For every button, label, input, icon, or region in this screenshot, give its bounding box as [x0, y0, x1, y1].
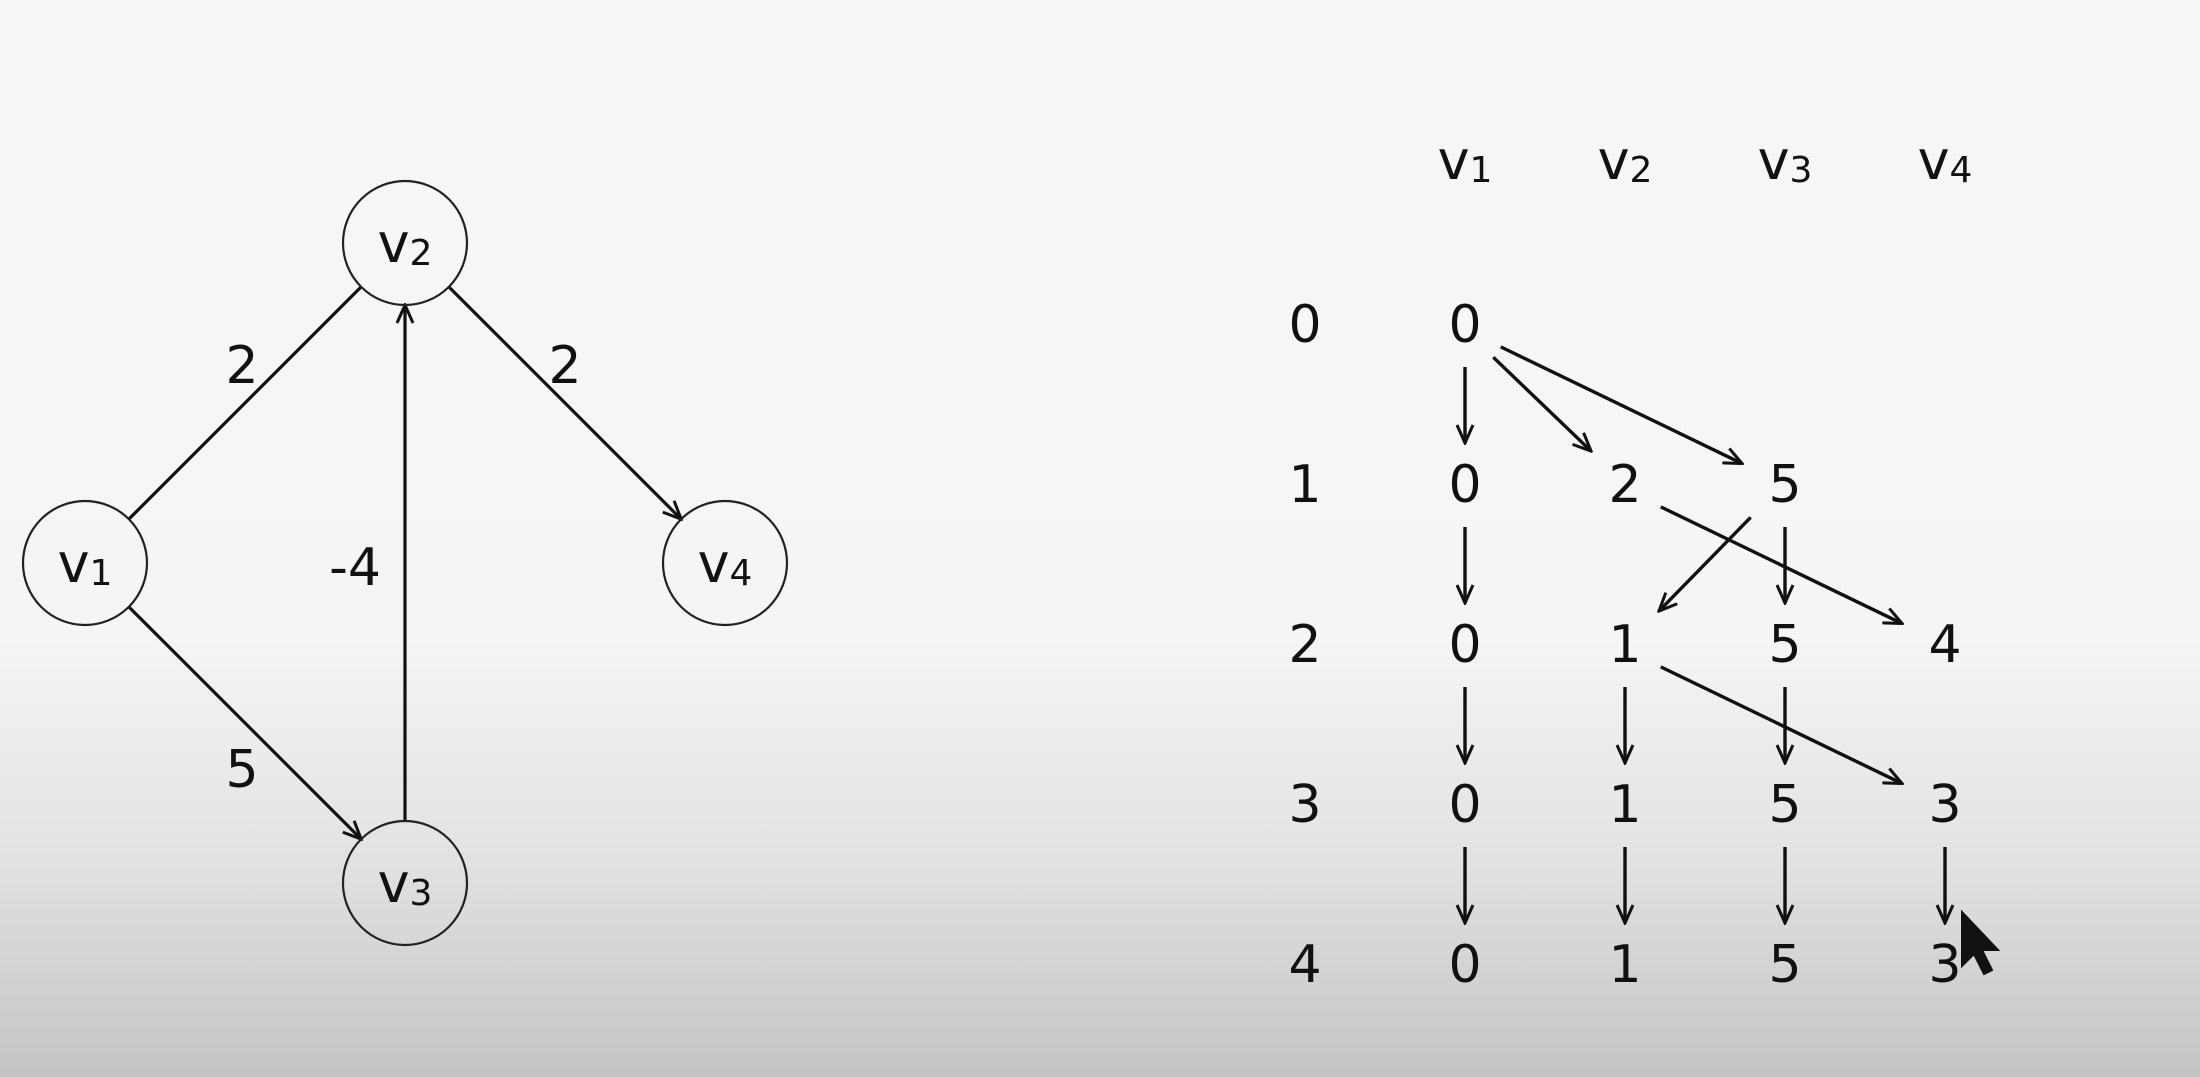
node-v4: v4 [661, 499, 789, 627]
row-label: 1 [1288, 455, 1321, 515]
table-cell: 0 [1448, 615, 1481, 675]
table-cell: 5 [1768, 615, 1801, 675]
row-label: 3 [1288, 775, 1321, 835]
table-cell: 0 [1448, 455, 1481, 515]
dp-arrow [1492, 356, 1591, 451]
table-cell: 1 [1608, 935, 1641, 995]
table-cell: 0 [1448, 295, 1481, 355]
edge-v1-v2 [127, 285, 363, 521]
node-label: v4 [698, 532, 753, 595]
node-v1: v1 [21, 499, 149, 627]
node-v3: v3 [341, 819, 469, 947]
node-label: v1 [58, 532, 113, 595]
dp-arrow [1659, 516, 1752, 611]
table-cell: 4 [1928, 615, 1961, 675]
edge-v1-v3 [127, 605, 361, 839]
column-header-v1: v1 [1438, 129, 1493, 192]
row-label: 2 [1288, 615, 1321, 675]
node-v2: v2 [341, 179, 469, 307]
row-label: 4 [1288, 935, 1321, 995]
table-cell: 2 [1608, 455, 1641, 515]
table-cell: 0 [1448, 775, 1481, 835]
table-cell: 0 [1448, 935, 1481, 995]
node-circle [341, 179, 469, 307]
table-cell: 5 [1768, 455, 1801, 515]
node-circle [341, 819, 469, 947]
edge-weight-v2-v4: 2 [548, 336, 581, 396]
dp-arrow [1500, 345, 1742, 464]
edge-weight-v1-v3: 5 [225, 740, 258, 800]
column-header-v2: v2 [1598, 129, 1653, 192]
table-cell: 1 [1608, 615, 1641, 675]
row-label: 0 [1288, 295, 1321, 355]
node-label: v3 [378, 852, 433, 915]
column-header-v4: v4 [1918, 129, 1973, 192]
node-circle [661, 499, 789, 627]
distance-table: v1 v2 v3 v4 0 0 1 0 2 5 2 0 1 5 4 3 0 1 5 3 4 0 1 5 3 [1288, 129, 1972, 996]
table-cell: 3 [1928, 775, 1961, 835]
node-label: v2 [378, 212, 433, 275]
table-cell: 5 [1768, 775, 1801, 835]
node-circle [21, 499, 149, 627]
column-header-v3: v3 [1758, 129, 1813, 192]
edge-weight-v3-v2: -4 [329, 538, 381, 598]
graph: 2 5 -4 2 v1 v2 v3 v4 [21, 179, 789, 947]
edge-weight-v1-v2: 2 [225, 336, 258, 396]
edge-v2-v4 [447, 285, 681, 519]
table-cell: 5 [1768, 935, 1801, 995]
dp-arrow [1660, 665, 1902, 784]
mouse-pointer-icon [1961, 909, 2001, 976]
table-cell: 3 [1928, 935, 1961, 995]
table-cell: 1 [1608, 775, 1641, 835]
dp-arrow [1660, 505, 1902, 624]
